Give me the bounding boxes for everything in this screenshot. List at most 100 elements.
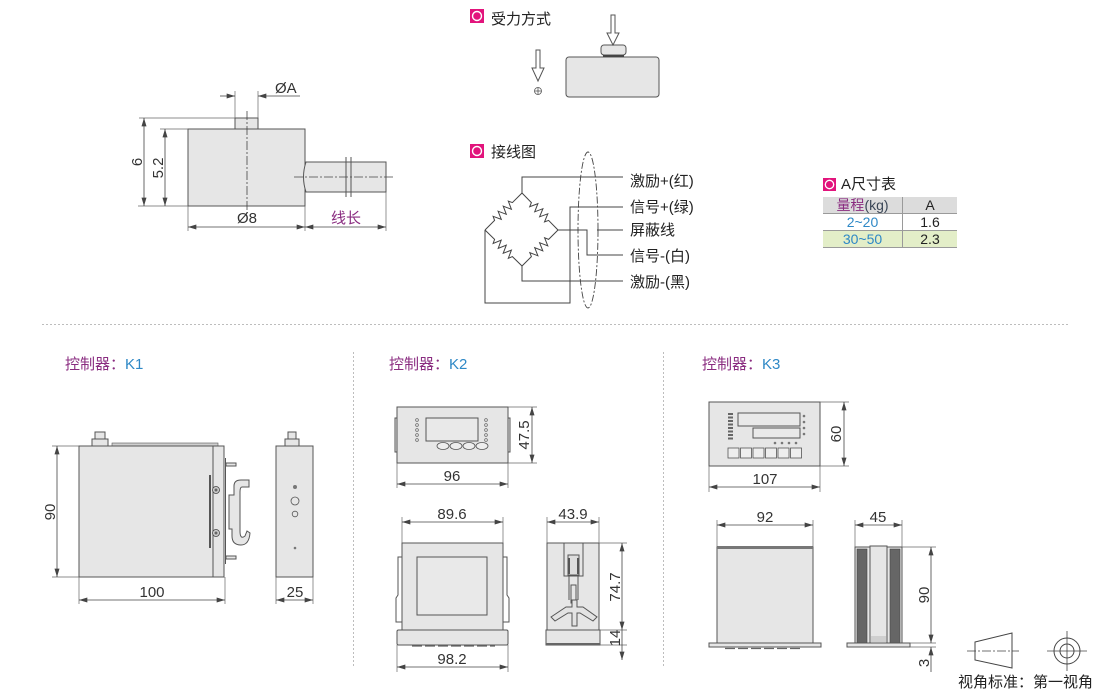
a-dimension-table-heading: A尺寸表 bbox=[823, 176, 896, 193]
indicator-icon bbox=[293, 485, 297, 489]
controller-k3-side-view bbox=[846, 545, 911, 648]
force-point-icon bbox=[534, 87, 542, 95]
k1-slot bbox=[209, 475, 211, 548]
key-icon bbox=[449, 442, 463, 450]
controller-k1-title: 控制器：K1 bbox=[65, 356, 143, 373]
body-diameter-label: Ø8 bbox=[237, 210, 257, 227]
total-height-label: 6 bbox=[129, 158, 146, 166]
k2-led-column-left bbox=[415, 418, 419, 442]
k3-panel-width-label: 107 bbox=[752, 471, 777, 488]
k2-panel-width-label: 96 bbox=[444, 468, 461, 485]
force-sensor-button-base bbox=[603, 55, 624, 57]
force-sensor-block bbox=[565, 56, 660, 98]
wire-signal-minus bbox=[558, 229, 623, 256]
k3-indicator-column bbox=[728, 413, 733, 440]
k2-body-window bbox=[416, 556, 488, 616]
wire-excitation-minus bbox=[521, 266, 623, 282]
controller-k2-side-view bbox=[545, 542, 601, 646]
k3-side-bezel bbox=[846, 642, 911, 648]
mount-clip-left bbox=[395, 556, 402, 623]
load-arrow-icon bbox=[606, 14, 620, 47]
cable-shield-outline bbox=[577, 151, 599, 309]
resistor-bottom-right bbox=[521, 229, 559, 267]
resistor-bottom-left bbox=[484, 229, 523, 267]
k2-display bbox=[425, 417, 479, 442]
k3-body-height-label: 90 bbox=[916, 587, 933, 604]
key-icon bbox=[462, 442, 476, 450]
load-cell-stud bbox=[234, 117, 259, 130]
k3-status-leds bbox=[773, 414, 806, 445]
header-range-label: 量程 bbox=[836, 197, 865, 213]
connector-stud bbox=[94, 431, 106, 440]
a-dimension-table-title: A尺寸表 bbox=[841, 176, 896, 193]
k2-keypad bbox=[436, 442, 489, 450]
controller-k1-side-view bbox=[275, 431, 314, 578]
key-icon bbox=[740, 447, 752, 459]
resistor-top-right bbox=[521, 192, 559, 231]
controller-k3-title: 控制器：K3 bbox=[702, 356, 780, 373]
controller-k3-panel-view bbox=[708, 401, 821, 467]
controller-k2-body-view bbox=[395, 542, 510, 647]
port-icon bbox=[290, 496, 300, 506]
connector-nut bbox=[91, 438, 109, 447]
a-dimension-table: 量程(kg) A 2~20 1.6 30~50 2.3 bbox=[823, 197, 957, 248]
k2-mount-bracket bbox=[550, 599, 598, 627]
key-icon bbox=[475, 442, 489, 450]
screw-icon bbox=[212, 529, 220, 537]
controller-k3-section: 控制器：K3 bbox=[702, 356, 936, 672]
k2-side-bezel bbox=[545, 629, 601, 646]
key-icon bbox=[765, 447, 777, 459]
din-rail-clip bbox=[228, 479, 251, 546]
k2-body-depth-label: 43.9 bbox=[558, 506, 587, 523]
force-mode-section: 受力方式 bbox=[470, 9, 660, 98]
controller-k1-front-view bbox=[78, 431, 251, 578]
key-icon bbox=[436, 442, 450, 450]
header-a: A bbox=[902, 197, 957, 214]
range-cell: 30~50 bbox=[823, 230, 903, 248]
table-header-row: 量程(kg) A bbox=[823, 197, 957, 214]
ring-bullet-icon bbox=[470, 9, 484, 23]
k1-depth-label: 25 bbox=[287, 584, 304, 601]
force-arrow-icon bbox=[531, 49, 545, 83]
force-mode-title: 受力方式 bbox=[491, 11, 551, 28]
k3-body-depth-label: 45 bbox=[870, 509, 887, 526]
wire-label: 屏蔽线 bbox=[630, 222, 675, 239]
a-dimension-table-container: 量程(kg) A 2~20 1.6 30~50 2.3 bbox=[823, 197, 957, 248]
k1-housing bbox=[78, 445, 214, 578]
a-value-cell: 2.3 bbox=[902, 230, 957, 248]
header-range: 量程(kg) bbox=[823, 197, 903, 214]
k1-mount-plate bbox=[212, 445, 225, 578]
key-icon bbox=[790, 447, 802, 459]
k2-bezel-thickness-label: 14 bbox=[607, 630, 624, 647]
k2-bezel bbox=[396, 629, 509, 646]
force-sensor-button bbox=[600, 44, 627, 56]
table-row: 2~20 1.6 bbox=[823, 213, 957, 231]
k3-secondary-display bbox=[752, 427, 801, 439]
k2-bezel-width-label: 98.2 bbox=[437, 651, 466, 668]
truncated-cone-icon bbox=[974, 632, 1013, 669]
stud-diameter-label: ØA bbox=[275, 80, 297, 97]
projection-standard-label: 视角标准：第一视角 bbox=[958, 673, 1093, 691]
k3-body bbox=[716, 546, 814, 644]
k3-keypad bbox=[727, 447, 802, 459]
screw-icon bbox=[212, 486, 220, 494]
wire-label: 信号-(白) bbox=[630, 248, 690, 265]
body-height-label: 5.2 bbox=[150, 158, 167, 179]
k1-width-label: 100 bbox=[139, 584, 164, 601]
controller-k2-section: 控制器：K2 47.5 96 bbox=[389, 356, 627, 672]
ring-bullet-icon bbox=[470, 144, 484, 158]
key-icon bbox=[777, 447, 790, 459]
first-angle-projection-icon bbox=[967, 631, 1087, 671]
controller-k2-panel-view bbox=[394, 406, 511, 464]
wiring-diagram-section: 接线图 激励+(红) 信号+(绿) 屏蔽线 信号-(白) 激励-(黑) bbox=[470, 144, 694, 309]
k3-panel-height-label: 60 bbox=[828, 426, 845, 443]
wire-label: 信号+(绿) bbox=[630, 199, 694, 216]
k2-body-width-label: 89.6 bbox=[437, 506, 466, 523]
k3-bezel bbox=[708, 642, 822, 648]
k2-body-height-label: 74.7 bbox=[607, 572, 624, 601]
k1-height-label: 90 bbox=[42, 504, 59, 521]
wire-label: 激励+(红) bbox=[630, 173, 694, 190]
k2-panel-height-label: 47.5 bbox=[516, 420, 533, 449]
controller-k2-title: 控制器：K2 bbox=[389, 356, 467, 373]
